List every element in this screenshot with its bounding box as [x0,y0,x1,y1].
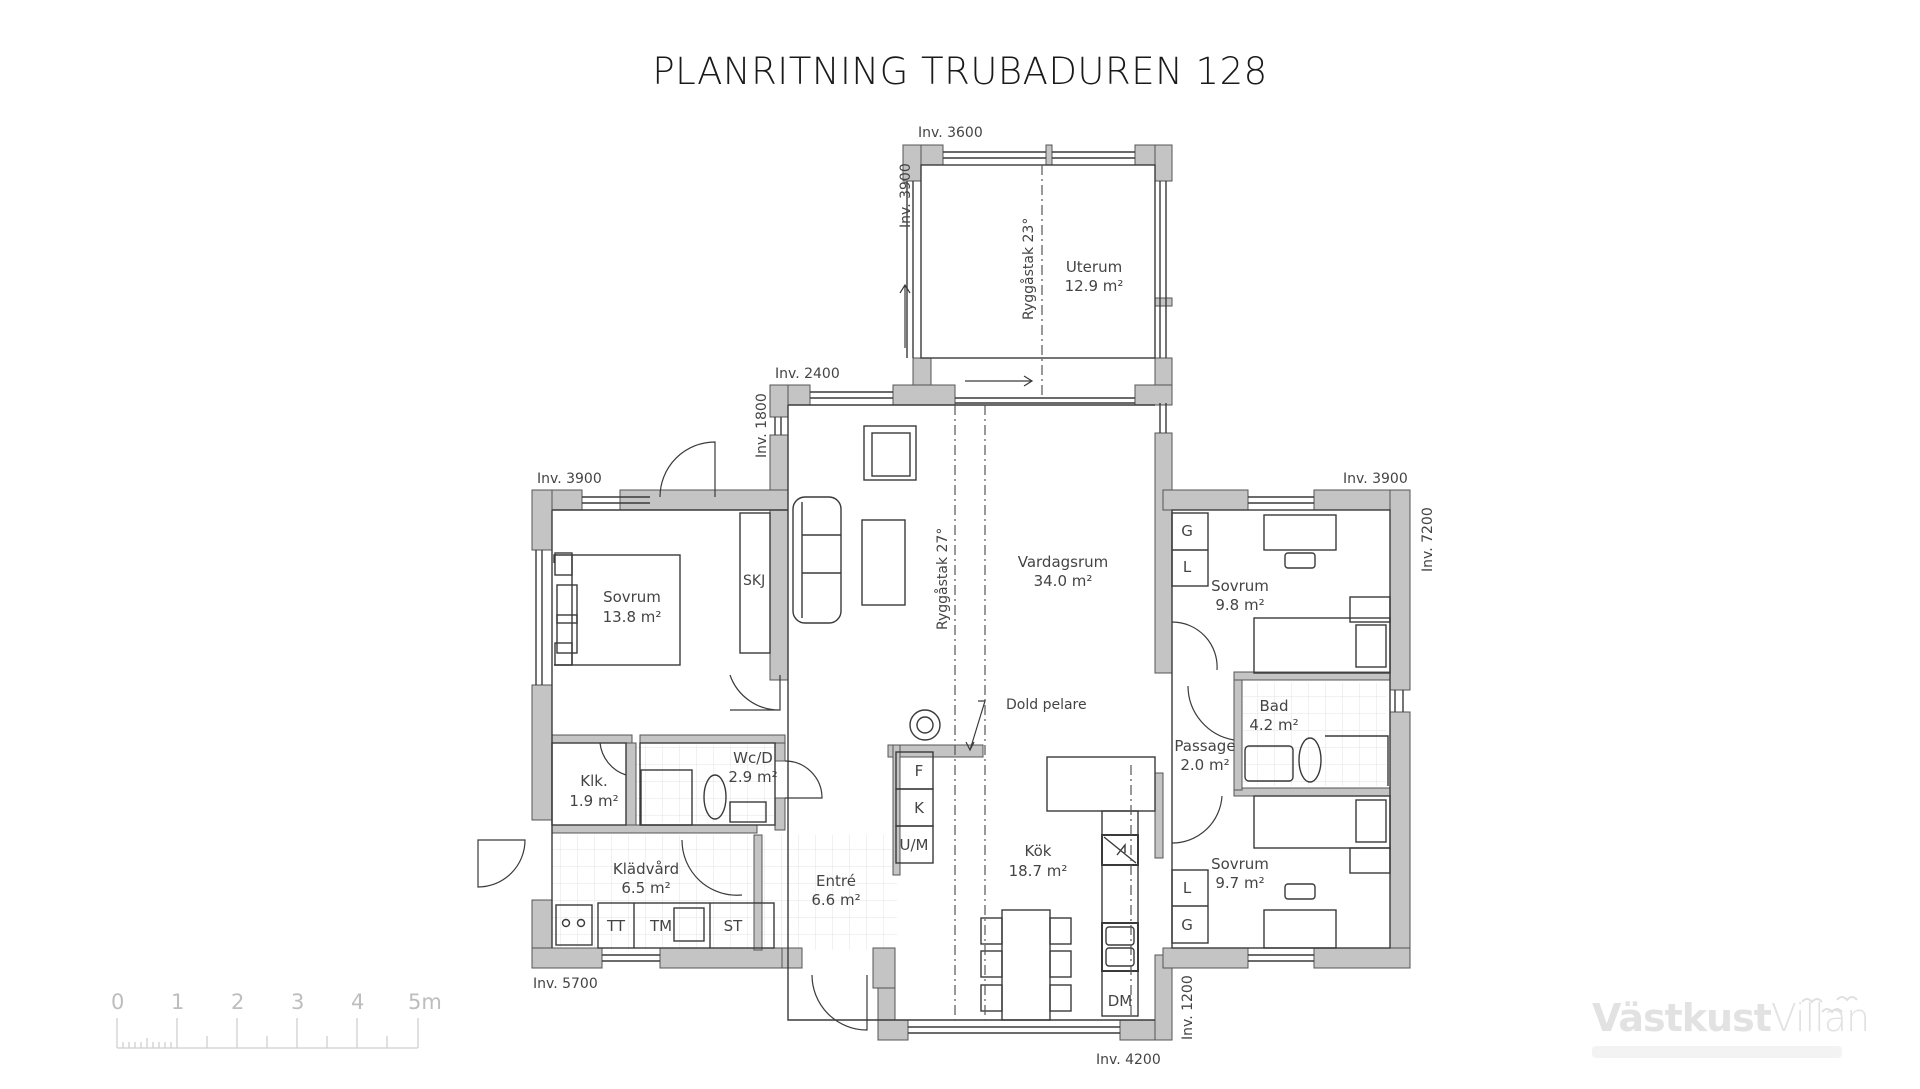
scale-label: 0 [111,990,125,1014]
svg-text:DM: DM [1108,992,1133,1010]
svg-text:Inv. 2400: Inv. 2400 [775,366,840,382]
vastkustvillan-logo: VästkustVillan [1592,990,1882,1058]
scale-label: 2 [231,990,245,1014]
skj-label: SKJ [743,573,765,589]
room-name: Uterum [1066,258,1122,276]
svg-text:2.0 m²: 2.0 m² [1180,756,1229,774]
svg-text:Sovrum: Sovrum [1211,577,1269,595]
scale-bar: 0 1 2 3 4 5m [110,990,442,1050]
svg-text:Sovrum: Sovrum [1211,855,1269,873]
sliding-arrows [899,283,1034,752]
logo-underline [1592,1046,1842,1058]
svg-text:Vardagsrum: Vardagsrum [1018,553,1109,571]
scale-label: 3 [291,990,305,1014]
page-title: PLANRITNING TRUBADUREN 128 [652,50,1268,93]
svg-text:Inv. 5700: Inv. 5700 [533,976,598,992]
svg-text:9.7 m²: 9.7 m² [1215,874,1264,892]
svg-text:34.0 m²: 34.0 m² [1034,572,1093,590]
annotations: Ryggåstak 23° Ryggåstak 27° Dold pelare … [743,218,1087,713]
doors [477,441,1235,1031]
roof-uterum-label: Ryggåstak 23° [1020,218,1037,320]
svg-text:G: G [1181,522,1193,540]
svg-text:2.9 m²: 2.9 m² [728,768,777,786]
svg-text:Sovrum: Sovrum [603,588,661,606]
svg-text:L: L [1183,879,1192,897]
svg-text:6.5 m²: 6.5 m² [621,879,670,897]
svg-text:Kök: Kök [1025,842,1052,860]
svg-text:G: G [1181,916,1193,934]
svg-text:ST: ST [724,917,744,935]
svg-text:Inv. 7200: Inv. 7200 [1420,507,1436,572]
svg-text:K: K [914,799,925,817]
dimension-labels: Inv. 3600 Inv. 3900 Inv. 2400 Inv. 1800 … [533,125,1436,1068]
svg-text:Klk.: Klk. [580,772,607,790]
scale-bar-ruler [116,1018,419,1049]
svg-text:TM: TM [649,917,672,935]
scale-label: 1 [171,990,185,1014]
svg-text:F: F [915,762,924,780]
svg-text:18.7 m²: 18.7 m² [1009,862,1068,880]
scale-label: 5m [408,990,442,1014]
svg-text:Entré: Entré [816,872,856,890]
svg-text:9.8 m²: 9.8 m² [1215,596,1264,614]
svg-text:Klädvård: Klädvård [613,860,679,878]
dold-pelare-label: Dold pelare [1006,697,1087,713]
ridge-lines [954,165,1132,1020]
svg-text:TT: TT [606,917,626,935]
svg-text:4.2 m²: 4.2 m² [1249,716,1298,734]
svg-text:Inv. 3900: Inv. 3900 [1343,471,1408,487]
svg-text:U/M: U/M [900,836,929,854]
roof-main-label: Ryggåstak 27° [934,528,951,630]
svg-text:Inv. 1200: Inv. 1200 [1180,975,1196,1040]
birds-icon [1801,996,1858,1014]
svg-text:Bad: Bad [1259,697,1288,715]
svg-text:Wc/D: Wc/D [733,749,773,767]
interior-lines [535,151,1404,1034]
appliance-labels: F K U/M DM TT TM ST G L L G [606,522,1193,1010]
scale-label: 4 [351,990,365,1014]
svg-text:1.9 m²: 1.9 m² [569,792,618,810]
svg-text:Inv. 1800: Inv. 1800 [754,393,770,458]
svg-text:Inv. 3600: Inv. 3600 [918,125,983,141]
room-area: 12.9 m² [1065,277,1124,295]
svg-text:Inv. 3900: Inv. 3900 [898,163,914,228]
svg-text:6.6 m²: 6.6 m² [811,891,860,909]
svg-text:Passage: Passage [1174,737,1235,755]
svg-text:13.8 m²: 13.8 m² [603,608,662,626]
room-labels: Uterum 12.9 m² Vardagsrum 34.0 m² Kök 18… [569,258,1298,909]
svg-text:Inv. 4200: Inv. 4200 [1096,1052,1161,1068]
svg-text:L: L [1183,558,1192,576]
svg-text:Inv. 3900: Inv. 3900 [537,471,602,487]
